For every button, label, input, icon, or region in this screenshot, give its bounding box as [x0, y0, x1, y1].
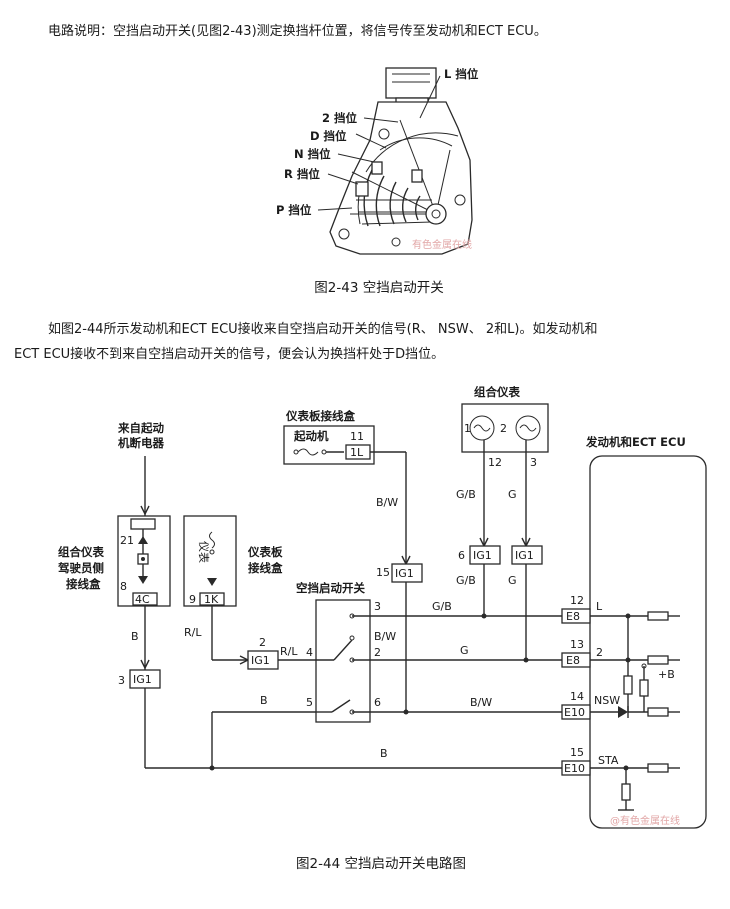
- wire-bw-row: B/W: [470, 696, 492, 709]
- jb-label-2: 驾驶员侧: [57, 561, 104, 575]
- wire-rl-horizontal: R/L: [280, 645, 298, 658]
- ecu-conn-e10-2: E10: [564, 762, 585, 775]
- label-p-position: P 挡位: [276, 203, 312, 217]
- wire-gb-vertical: G/B: [456, 488, 476, 501]
- pin-15-switch: 15: [376, 566, 390, 579]
- ip-junction-box-left: [183, 515, 237, 607]
- starter-pin-11: 11: [350, 430, 364, 443]
- jb-connector-4c: 4C: [135, 593, 150, 606]
- intro-paragraph: 电路说明：空挡启动开关(见图2-43)测定换挡杆位置，将信号传至发动机和ECT …: [48, 24, 547, 39]
- watermark-2: @有色金属在线: [610, 814, 680, 827]
- starter-conn-1l: 1L: [350, 446, 364, 459]
- starter-relay-label-2: 机断电器: [118, 436, 164, 450]
- wire-b-bottom: B: [380, 747, 388, 760]
- ig1-meter-1: IG1: [473, 549, 492, 562]
- meter-pin-2: 2: [500, 422, 507, 435]
- ig1-bw: IG1: [395, 567, 414, 580]
- combo-meter-box: [461, 403, 549, 453]
- meter-pin-3: 3: [530, 456, 537, 469]
- pin-3-left: 3: [118, 674, 125, 687]
- ecu-sig-l: L: [596, 600, 603, 613]
- ecu-conn-e8-2: E8: [566, 654, 580, 667]
- pin-2-ig1: 2: [259, 636, 266, 649]
- wire-g-row: G: [460, 644, 469, 657]
- ecu-title: 发动机和ECT ECU: [585, 435, 686, 449]
- ecu-pin-12: 12: [570, 594, 584, 607]
- plus-b-label: +B: [658, 668, 675, 681]
- ig1-meter-2: IG1: [515, 549, 534, 562]
- ecu-sig-nsw: NSW: [594, 694, 620, 707]
- label-2-position: 2 挡位: [322, 111, 358, 125]
- nsw-pin-5: 5: [306, 696, 313, 709]
- meter-pin-1: 1: [464, 422, 471, 435]
- body-paragraph-line2: ECT ECU接收不到来自空挡启动开关的信号，便会认为换挡杆处于D挡位。: [14, 347, 445, 362]
- wire-g-vertical: G: [508, 488, 517, 501]
- nsw-pin-3: 3: [374, 600, 381, 613]
- ip-junction-title: 仪表板接线盒: [285, 409, 355, 423]
- wire-b-switch: B: [260, 694, 268, 707]
- ip-jb-inner-label: 仪表: [197, 541, 211, 563]
- ip-jb-label-2: 接线盒: [248, 561, 283, 575]
- ecu-pin-13: 13: [570, 638, 584, 651]
- nsw-pin-2: 2: [374, 646, 381, 659]
- wire-gb-row: G/B: [432, 600, 452, 613]
- ecu-conn-e10-1: E10: [564, 706, 585, 719]
- jb-pin-8: 8: [120, 580, 127, 593]
- wire-bw-switch: B/W: [374, 630, 396, 643]
- body-paragraph-line1: 如图2-44所示发动机和ECT ECU接收来自空挡启动开关的信号(R、 NSW、…: [48, 322, 598, 337]
- label-r-position: R 挡位: [284, 167, 320, 181]
- label-n-position: N 挡位: [294, 147, 331, 161]
- combo-meter-title: 组合仪表: [474, 385, 520, 399]
- wire-g-lower: G: [508, 574, 517, 587]
- ip-jb-label-1: 仪表板: [247, 545, 283, 559]
- starter-label: 起动机: [293, 429, 329, 443]
- jb-pin-21: 21: [120, 534, 134, 547]
- jb-label-3: 接线盒: [66, 577, 101, 591]
- wire-rl-vertical: R/L: [184, 626, 202, 639]
- watermark-1: 有色金属在线: [412, 238, 472, 251]
- figure-caption-44: 图2-44 空挡启动开关电路图: [296, 856, 466, 872]
- wire-b-left: B: [131, 630, 139, 643]
- nsw-pin-6: 6: [374, 696, 381, 709]
- ip-jb-conn-1k: 1K: [204, 593, 219, 606]
- figure-caption-43: 图2-43 空挡启动开关: [314, 280, 444, 296]
- ecu-pin-14: 14: [570, 690, 584, 703]
- ig1-rl: IG1: [251, 654, 270, 667]
- label-d-position: D 挡位: [310, 129, 347, 143]
- ip-jb-pin-9: 9: [189, 593, 196, 606]
- ig1-left: IG1: [133, 673, 152, 686]
- label-l-position: L 挡位: [444, 67, 479, 81]
- starter-relay-label-1: 来自起动: [117, 421, 164, 435]
- jb-label-1: 组合仪表: [58, 545, 104, 559]
- switch-illustration: [317, 67, 473, 255]
- meter-pin-12: 12: [488, 456, 502, 469]
- ecu-sig-sta: STA: [598, 754, 619, 767]
- nsw-pin-4: 4: [306, 646, 313, 659]
- wire-bw-top: B/W: [376, 496, 398, 509]
- ecu-conn-e8-1: E8: [566, 610, 580, 623]
- engine-ect-ecu: [589, 455, 707, 829]
- wire-gb-lower: G/B: [456, 574, 476, 587]
- nsw-title: 空挡启动开关: [296, 581, 365, 595]
- meter-ig1-pin-6: 6: [458, 549, 465, 562]
- ecu-sig-2: 2: [596, 646, 603, 659]
- ecu-pin-15: 15: [570, 746, 584, 759]
- neutral-start-switch: [315, 599, 371, 723]
